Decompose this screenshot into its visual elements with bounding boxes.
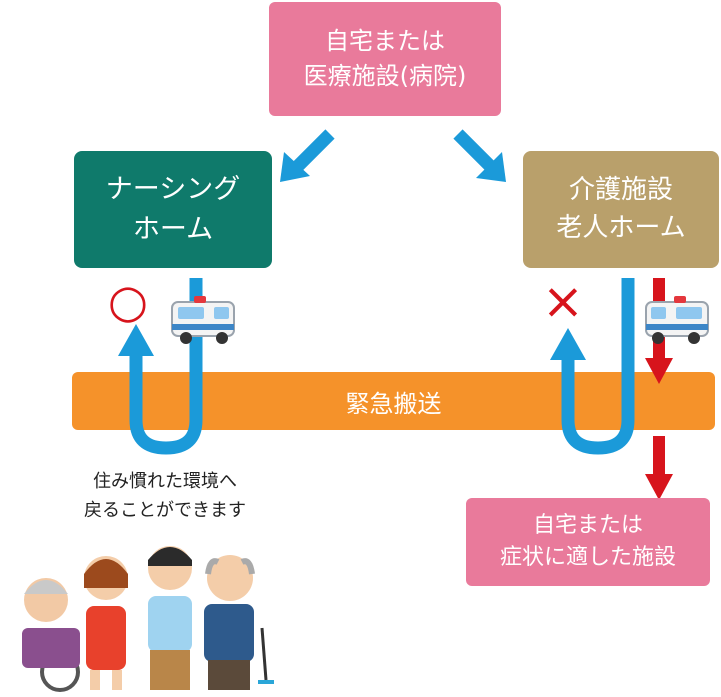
- home-or-hospital-line1: 自宅または: [325, 27, 445, 56]
- care-facility-line1: 介護施設: [568, 174, 673, 205]
- return-loop-arrow-icon: [118, 278, 203, 455]
- return-note: 住み慣れた環境へ 戻ることができます: [40, 468, 290, 526]
- ambulance-right-icon: [645, 296, 709, 344]
- nursing-home-box: ナーシング ホーム: [74, 151, 272, 268]
- care-facility-line2: 老人ホーム: [556, 212, 686, 243]
- red-down-arrow-lower-icon: [645, 436, 673, 500]
- suitable-facility-line2: 症状に適した施設: [499, 545, 676, 570]
- nursing-home-line1: ナーシング: [105, 174, 241, 206]
- emergency-transport-label: 緊急搬送: [345, 389, 442, 418]
- home-or-hospital-line2: 医療施設(病院): [303, 62, 467, 90]
- circle-ok-mark: ○: [107, 274, 149, 328]
- home-or-suitable-facility-box: 自宅または 症状に適した施設: [466, 498, 710, 586]
- care-facility-box: 介護施設 老人ホーム: [523, 151, 719, 268]
- suitable-facility-line1: 自宅または: [532, 513, 643, 539]
- nursing-home-line2: ホーム: [132, 213, 214, 245]
- emergency-transport-bar: 緊急搬送: [72, 372, 715, 430]
- arrow-to-nursing-home-icon: [280, 129, 335, 182]
- return-note-line1: 住み慣れた環境へ: [93, 471, 237, 492]
- return-note-line2: 戻ることができます: [84, 499, 246, 521]
- arrow-to-care-facility-icon: [453, 129, 506, 182]
- home-or-hospital-box: 自宅または 医療施設(病院): [269, 2, 501, 116]
- ambulance-left-icon: [171, 296, 235, 344]
- caregivers-and-elderly-illustration: [22, 546, 274, 692]
- cross-ng-mark: ×: [542, 272, 584, 330]
- no-return-loop-arrow-icon: [550, 278, 635, 455]
